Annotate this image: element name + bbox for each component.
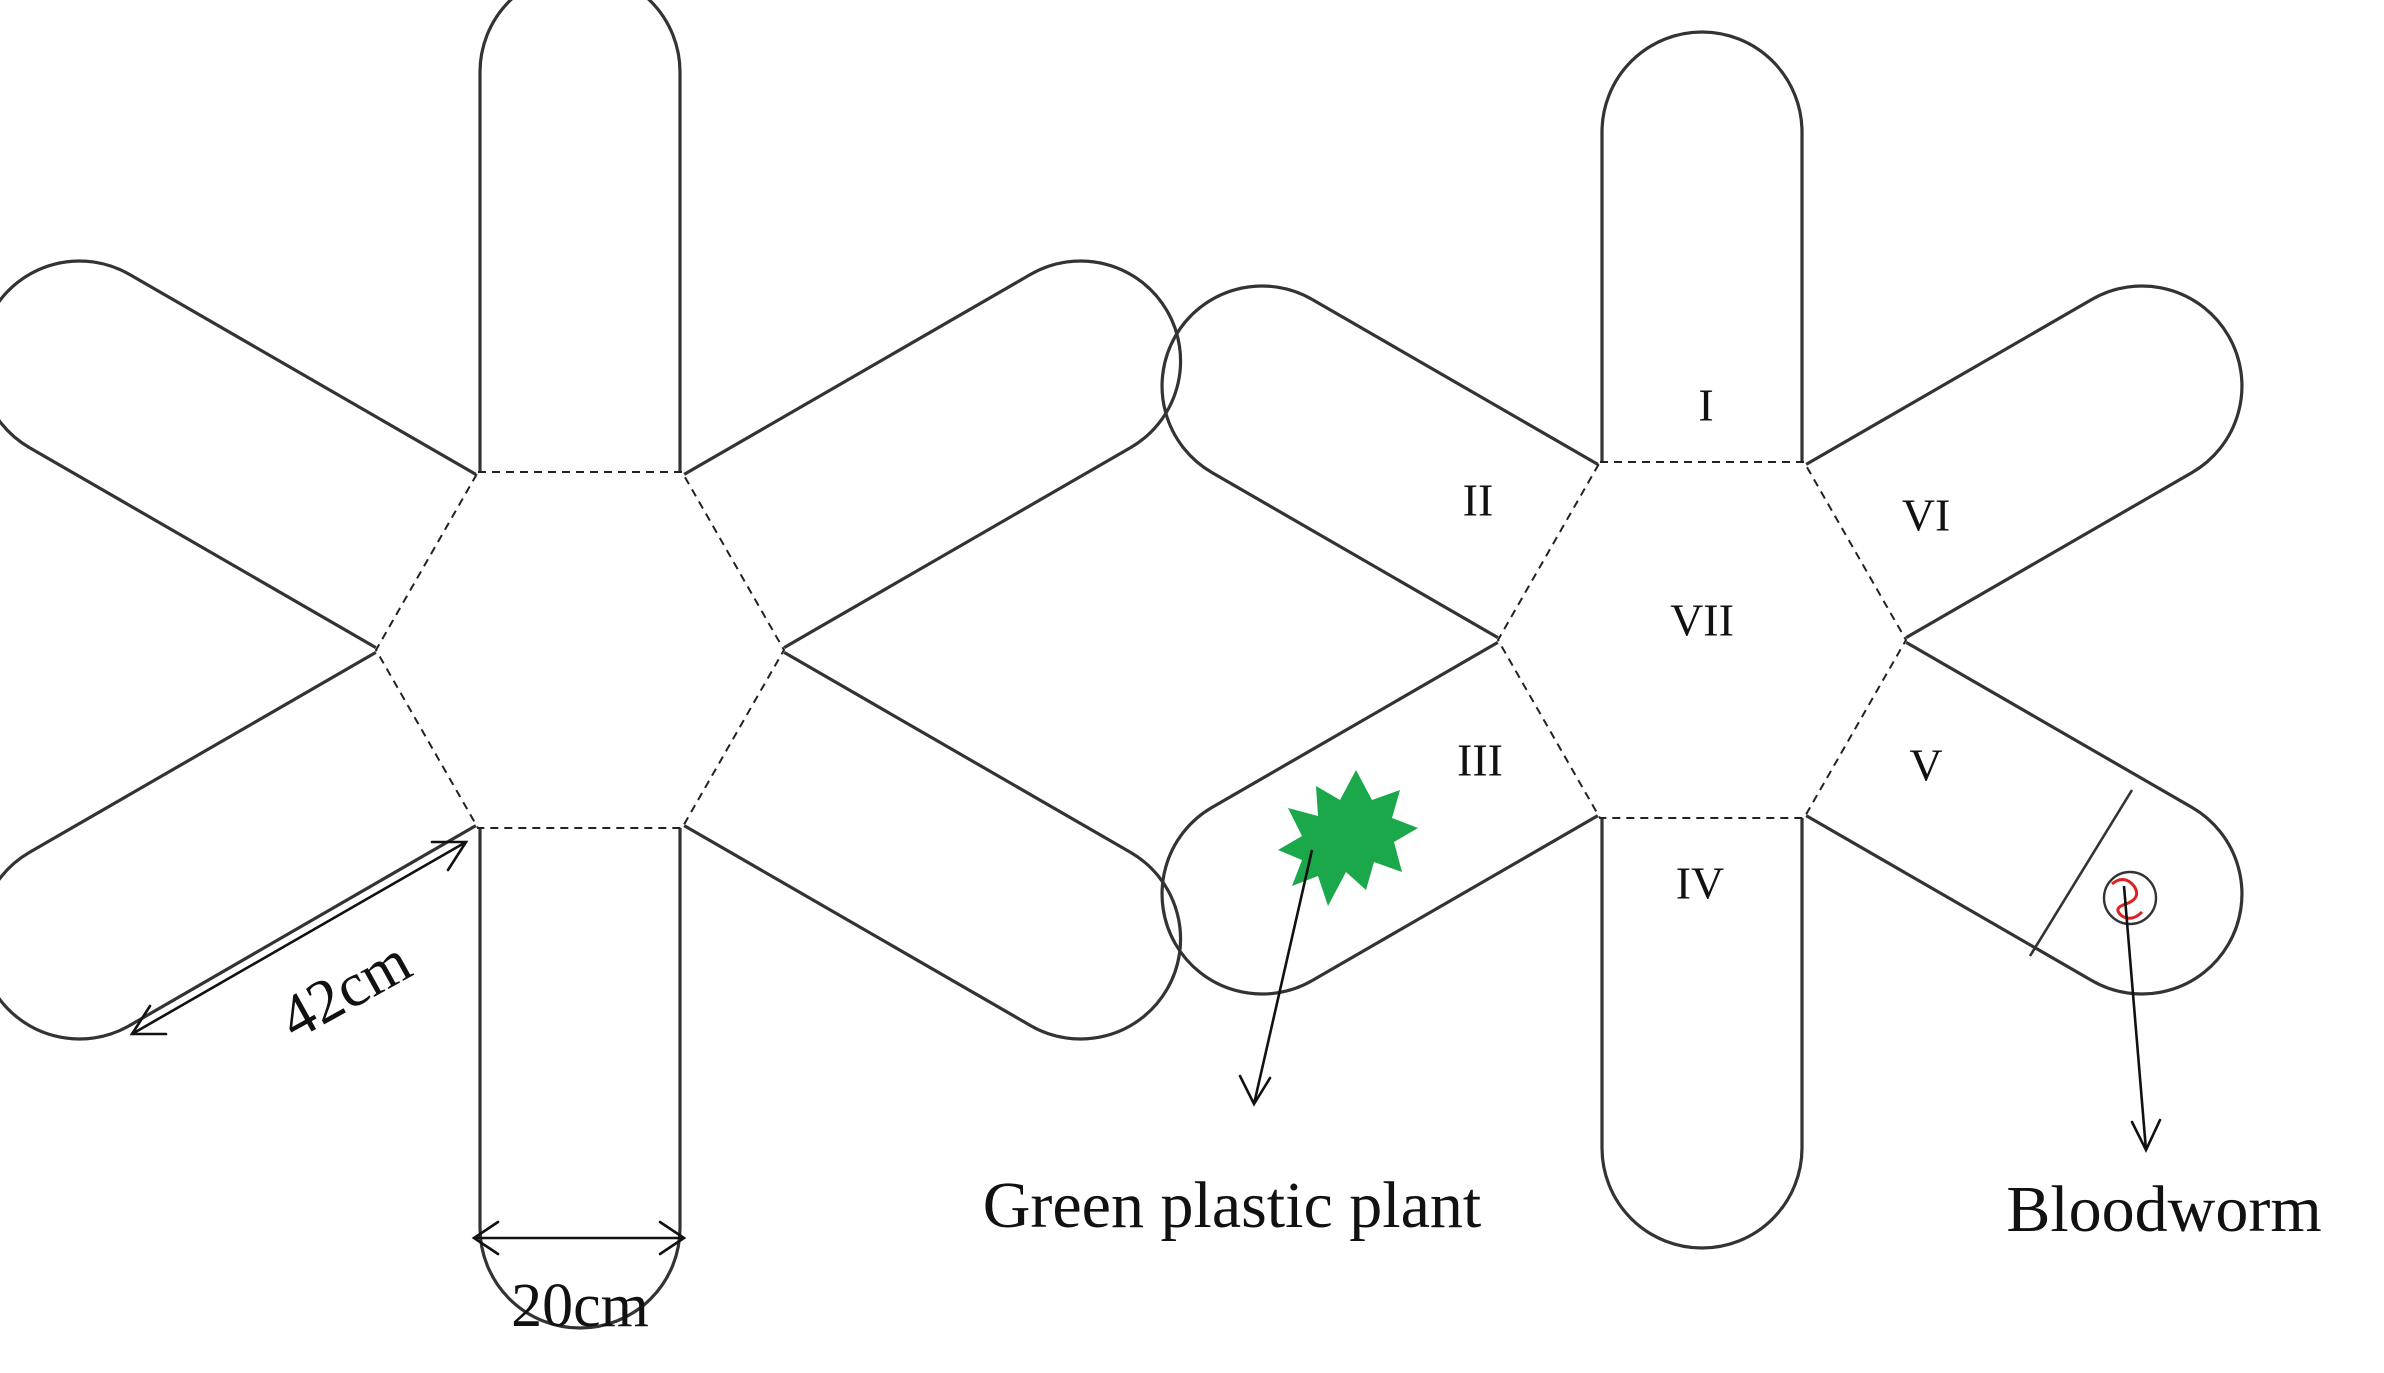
bloodworm-dish xyxy=(2102,870,2158,926)
zone-label-III: III xyxy=(1457,735,1503,786)
plant-icon xyxy=(1278,770,1418,906)
right-maze: I II III IV V VI VII Green plastic plant… xyxy=(983,30,2322,1250)
left-arm-lower-right xyxy=(682,650,1219,1078)
plant-caption: Green plastic plant xyxy=(983,1169,1481,1242)
plant-pointer-arrow xyxy=(1238,849,1314,1107)
left-arm-top xyxy=(478,0,682,474)
right-arm-upper-right xyxy=(1804,247,2281,640)
zone-v-divider xyxy=(2028,789,2134,957)
left-arm-lower-left xyxy=(0,650,478,1078)
left-maze: 42cm 20cm xyxy=(0,0,1219,1340)
arm-length-arrow xyxy=(129,840,469,1036)
left-arms xyxy=(0,0,1219,1330)
zone-label-VII: VII xyxy=(1670,595,1734,646)
left-arm-upper-right xyxy=(682,222,1219,650)
left-arm-bottom xyxy=(478,826,682,1330)
left-center-hexagon xyxy=(374,471,786,829)
zone-label-IV: IV xyxy=(1676,858,1725,909)
right-center-hexagon xyxy=(1496,461,1908,819)
zone-label-II: II xyxy=(1463,475,1494,526)
arm-width-arrow xyxy=(471,1220,687,1256)
arm-width-label: 20cm xyxy=(511,1272,649,1340)
bloodworm-caption: Bloodworm xyxy=(2006,1173,2321,1246)
zone-label-I: I xyxy=(1698,380,1713,431)
left-arm-upper-left xyxy=(0,222,478,650)
zone-label-VI: VI xyxy=(1902,490,1951,541)
right-arm-upper-left xyxy=(1123,247,1600,640)
zone-label-V: V xyxy=(1909,740,1942,791)
right-arm-lower-right xyxy=(1804,640,2281,1033)
bloodworm-pointer-arrow xyxy=(2122,885,2162,1153)
arm-length-label: 42cm xyxy=(268,927,421,1053)
